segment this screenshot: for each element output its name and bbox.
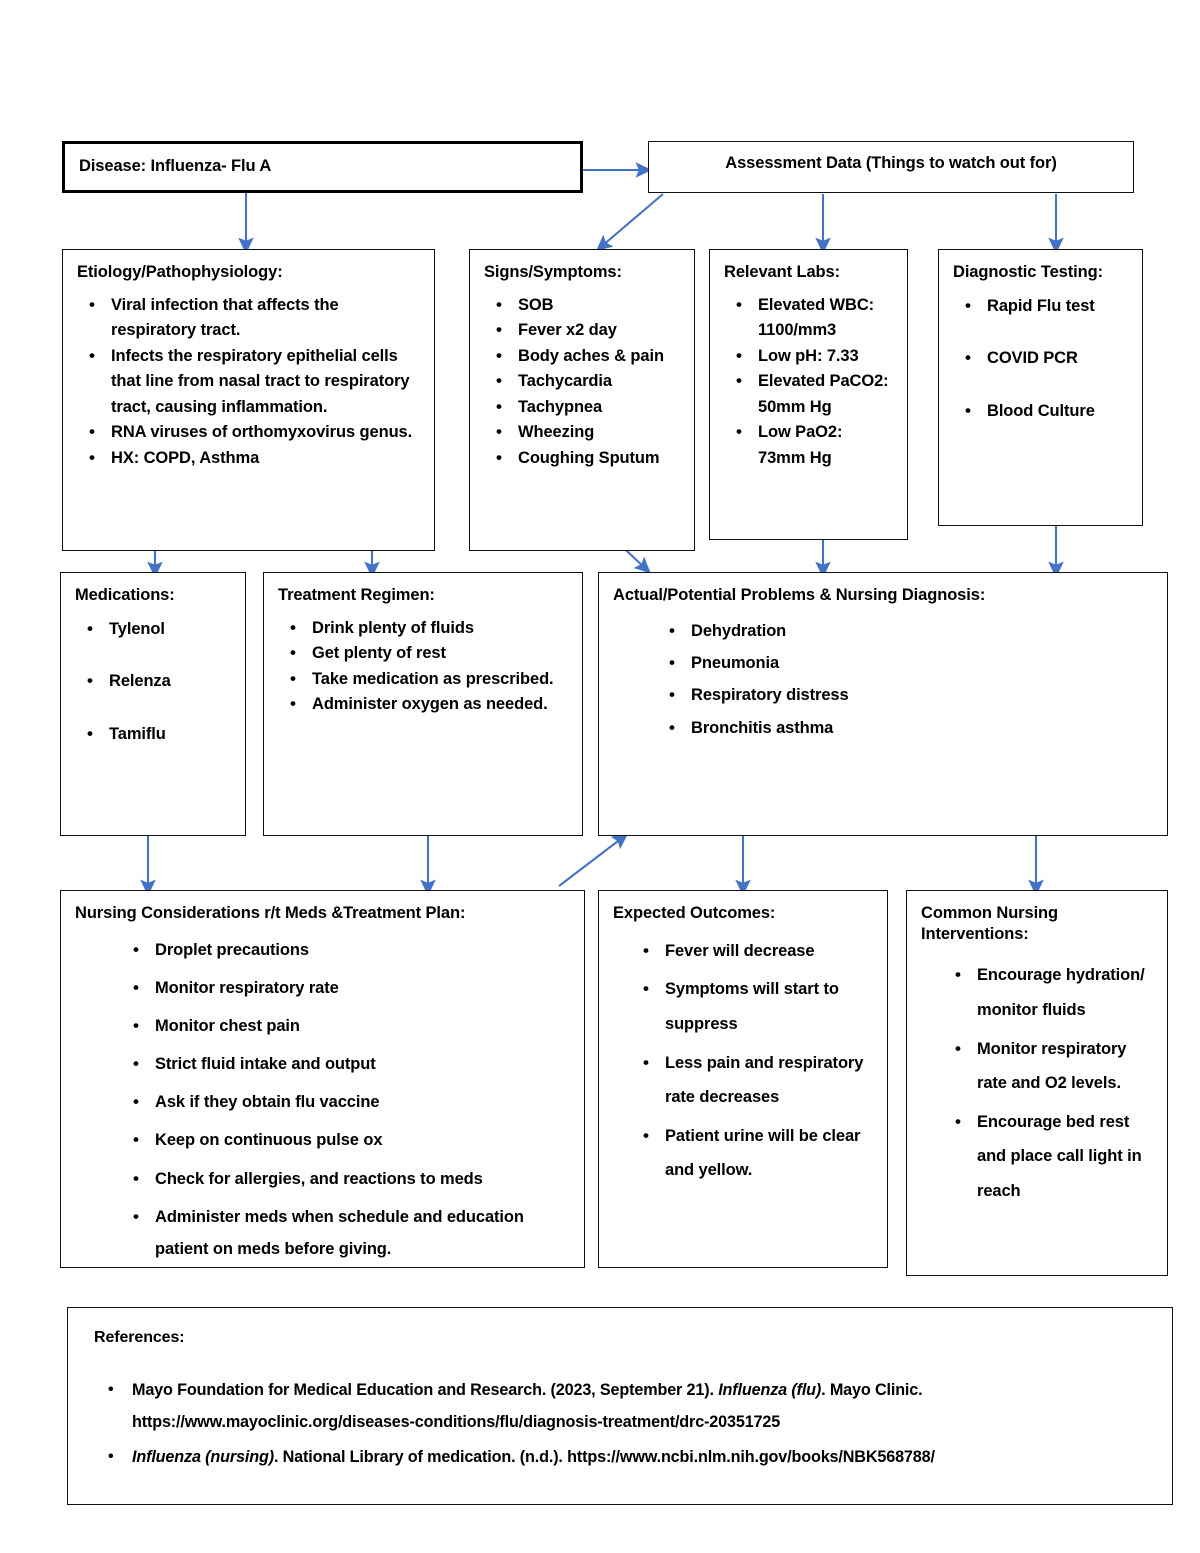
list-item: Tamiflu bbox=[87, 720, 231, 748]
list-item: Droplet precautions bbox=[133, 933, 570, 966]
list-item: COVID PCR bbox=[965, 344, 1128, 372]
list-item: Monitor respiratory rate bbox=[133, 971, 570, 1004]
node-relevant-labs: Relevant Labs: Elevated WBC: 1100/mm3 Lo… bbox=[709, 249, 908, 540]
signs-list: SOB Fever x2 day Body aches & pain Tachy… bbox=[484, 292, 680, 472]
considerations-title: Nursing Considerations r/t Meds &Treatme… bbox=[75, 904, 466, 922]
medications-list: Tylenol Relenza Tamiflu bbox=[75, 615, 231, 748]
outcomes-list: Fever will decrease Symptoms will start … bbox=[613, 933, 873, 1188]
list-item: SOB bbox=[496, 292, 680, 319]
reference-1-text-after: . Mayo Clinic. bbox=[821, 1381, 923, 1399]
diagnostics-list: Rapid Flu test COVID PCR Blood Culture bbox=[953, 292, 1128, 425]
problems-title: Actual/Potential Problems & Nursing Diag… bbox=[613, 586, 986, 604]
list-item: Blood Culture bbox=[965, 397, 1128, 425]
list-item: Strict fluid intake and output bbox=[133, 1047, 570, 1080]
node-diagnostic-testing: Diagnostic Testing: Rapid Flu test COVID… bbox=[938, 249, 1143, 526]
list-item: Encourage hydration/ monitor fluids bbox=[955, 957, 1153, 1027]
interventions-list: Encourage hydration/ monitor fluids Moni… bbox=[921, 957, 1153, 1209]
list-item: Check for allergies, and reactions to me… bbox=[133, 1162, 570, 1195]
list-item: Patient urine will be clear and yellow. bbox=[643, 1118, 873, 1188]
treatment-title: Treatment Regimen: bbox=[278, 586, 435, 604]
list-item: Administer oxygen as needed. bbox=[290, 691, 568, 718]
list-item: Tylenol bbox=[87, 615, 231, 643]
list-item: Viral infection that affects the respira… bbox=[89, 292, 420, 344]
node-assessment-data: Assessment Data (Things to watch out for… bbox=[648, 141, 1134, 193]
list-item: Get plenty of rest bbox=[290, 640, 568, 667]
list-item: Encourage bed rest and place call light … bbox=[955, 1104, 1153, 1209]
reference-entry-1: Mayo Foundation for Medical Education an… bbox=[108, 1374, 1146, 1439]
list-item: Drink plenty of fluids bbox=[290, 615, 568, 642]
list-item: Ask if they obtain flu vaccine bbox=[133, 1085, 570, 1118]
list-item: Take medication as prescribed. bbox=[290, 666, 568, 693]
references-list: Mayo Foundation for Medical Education an… bbox=[94, 1374, 1146, 1473]
list-item: Administer meds when schedule and educat… bbox=[133, 1200, 570, 1265]
list-item: Symptoms will start to suppress bbox=[643, 971, 873, 1041]
list-item: Fever will decrease bbox=[643, 933, 873, 969]
list-item: Elevated WBC: 1100/mm3 bbox=[736, 292, 893, 344]
reference-2-title: Influenza (nursing) bbox=[132, 1447, 274, 1466]
list-item: Low PaO2: 73mm Hg bbox=[736, 419, 893, 471]
list-item: Pneumonia bbox=[669, 649, 1153, 677]
list-item: Dehydration bbox=[669, 617, 1153, 645]
medications-title: Medications: bbox=[75, 586, 175, 604]
node-etiology: Etiology/Pathophysiology: Viral infectio… bbox=[62, 249, 435, 551]
node-common-nursing-interventions: Common Nursing Interventions: Encourage … bbox=[906, 890, 1168, 1276]
node-medications: Medications: Tylenol Relenza Tamiflu bbox=[60, 572, 246, 836]
reference-1-text-before: Mayo Foundation for Medical Education an… bbox=[132, 1381, 719, 1399]
etiology-list: Viral infection that affects the respira… bbox=[77, 292, 420, 472]
list-item: RNA viruses of orthomyxovirus genus. bbox=[89, 419, 420, 446]
arrow-assessment-to-signs bbox=[595, 193, 664, 252]
list-item: Wheezing bbox=[496, 419, 680, 446]
list-item: Monitor respiratory rate and O2 levels. bbox=[955, 1031, 1153, 1101]
node-expected-outcomes: Expected Outcomes: Fever will decrease S… bbox=[598, 890, 888, 1268]
outcomes-title: Expected Outcomes: bbox=[613, 904, 776, 922]
assessment-title: Assessment Data (Things to watch out for… bbox=[725, 154, 1057, 172]
node-treatment-regimen: Treatment Regimen: Drink plenty of fluid… bbox=[263, 572, 583, 836]
node-disease: Disease: Influenza- Flu A bbox=[62, 141, 583, 193]
list-item: Bronchitis asthma bbox=[669, 714, 1153, 742]
list-item: Low pH: 7.33 bbox=[736, 343, 893, 370]
arrow-considerations-to-problems bbox=[558, 833, 629, 887]
diagnostics-title: Diagnostic Testing: bbox=[953, 263, 1103, 281]
list-item: Respiratory distress bbox=[669, 681, 1153, 709]
interventions-title: Common Nursing Interventions: bbox=[921, 904, 1059, 943]
list-item: Fever x2 day bbox=[496, 317, 680, 344]
node-references: References: Mayo Foundation for Medical … bbox=[67, 1307, 1173, 1505]
labs-title: Relevant Labs: bbox=[724, 263, 840, 281]
list-item: Relenza bbox=[87, 667, 231, 695]
node-actual-potential-problems: Actual/Potential Problems & Nursing Diag… bbox=[598, 572, 1168, 836]
list-item: HX: COPD, Asthma bbox=[89, 445, 420, 472]
list-item: Coughing Sputum bbox=[496, 445, 680, 472]
list-item: Less pain and respiratory rate decreases bbox=[643, 1045, 873, 1115]
treatment-list: Drink plenty of fluids Get plenty of res… bbox=[278, 615, 568, 718]
reference-entry-2: Influenza (nursing). National Library of… bbox=[108, 1441, 1146, 1473]
list-item: Body aches & pain bbox=[496, 343, 680, 370]
list-item: Infects the respiratory epithelial cells… bbox=[89, 343, 420, 421]
list-item: Rapid Flu test bbox=[965, 292, 1128, 320]
labs-list: Elevated WBC: 1100/mm3 Low pH: 7.33 Elev… bbox=[724, 292, 893, 472]
reference-1-title: Influenza (flu) bbox=[718, 1381, 822, 1399]
node-nursing-considerations: Nursing Considerations r/t Meds &Treatme… bbox=[60, 890, 585, 1268]
etiology-title: Etiology/Pathophysiology: bbox=[77, 263, 283, 281]
problems-list: Dehydration Pneumonia Respiratory distre… bbox=[613, 617, 1153, 742]
list-item: Monitor chest pain bbox=[133, 1009, 570, 1042]
list-item: Tachypnea bbox=[496, 394, 680, 421]
reference-2-text-after: . National Library of medication. (n.d.)… bbox=[273, 1447, 935, 1466]
list-item: Elevated PaCO2: 50mm Hg bbox=[736, 368, 893, 420]
disease-title: Disease: Influenza- Flu A bbox=[79, 157, 272, 175]
list-item: Tachycardia bbox=[496, 368, 680, 395]
list-item: Keep on continuous pulse ox bbox=[133, 1123, 570, 1156]
references-title: References: bbox=[94, 1329, 185, 1346]
signs-title: Signs/Symptoms: bbox=[484, 263, 622, 281]
considerations-list: Droplet precautions Monitor respiratory … bbox=[75, 933, 570, 1266]
node-signs-symptoms: Signs/Symptoms: SOB Fever x2 day Body ac… bbox=[469, 249, 695, 551]
reference-1-url[interactable]: https://www.mayoclinic.org/diseases-cond… bbox=[132, 1413, 781, 1432]
